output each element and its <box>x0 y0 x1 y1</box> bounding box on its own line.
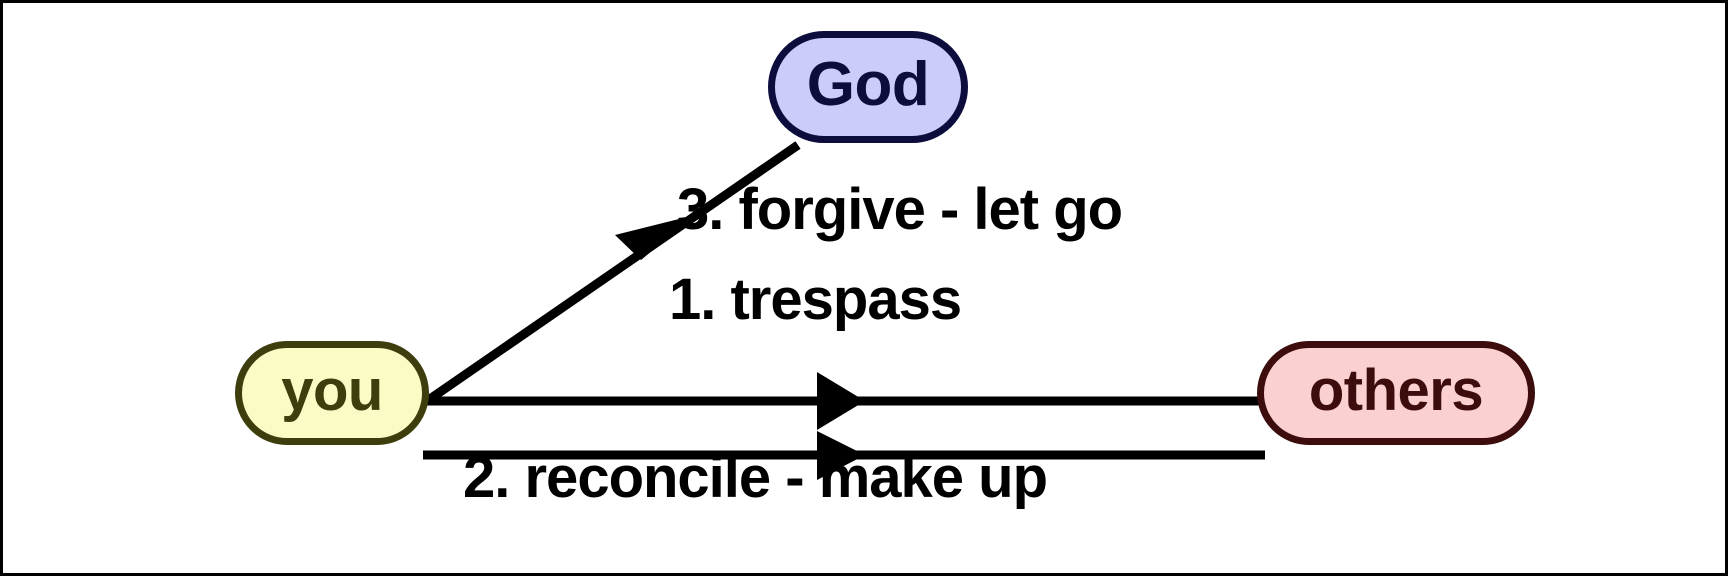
edge-label-reconcile: 2. reconcile - make up <box>463 445 1048 510</box>
edge-forgive-arrowhead <box>615 215 695 260</box>
node-others[interactable]: others <box>1257 341 1535 445</box>
edge-reconcile <box>423 431 1265 480</box>
node-you-label: you <box>281 358 383 423</box>
edge-reconcile-arrowhead <box>817 431 865 480</box>
node-god[interactable]: God <box>768 31 968 143</box>
edge-trespass <box>423 372 1265 430</box>
edge-forgive <box>424 141 801 405</box>
edge-label-trespass: 1. trespass <box>669 267 962 332</box>
edge-layer <box>423 141 1265 480</box>
node-god-label: God <box>806 50 930 119</box>
node-others-label: others <box>1308 358 1484 423</box>
edge-label-forgive: 3. forgive - let go <box>677 177 1123 242</box>
edge-trespass-arrowhead <box>817 372 865 430</box>
node-you[interactable]: you <box>235 341 429 445</box>
edge-forgive-line <box>424 141 801 405</box>
